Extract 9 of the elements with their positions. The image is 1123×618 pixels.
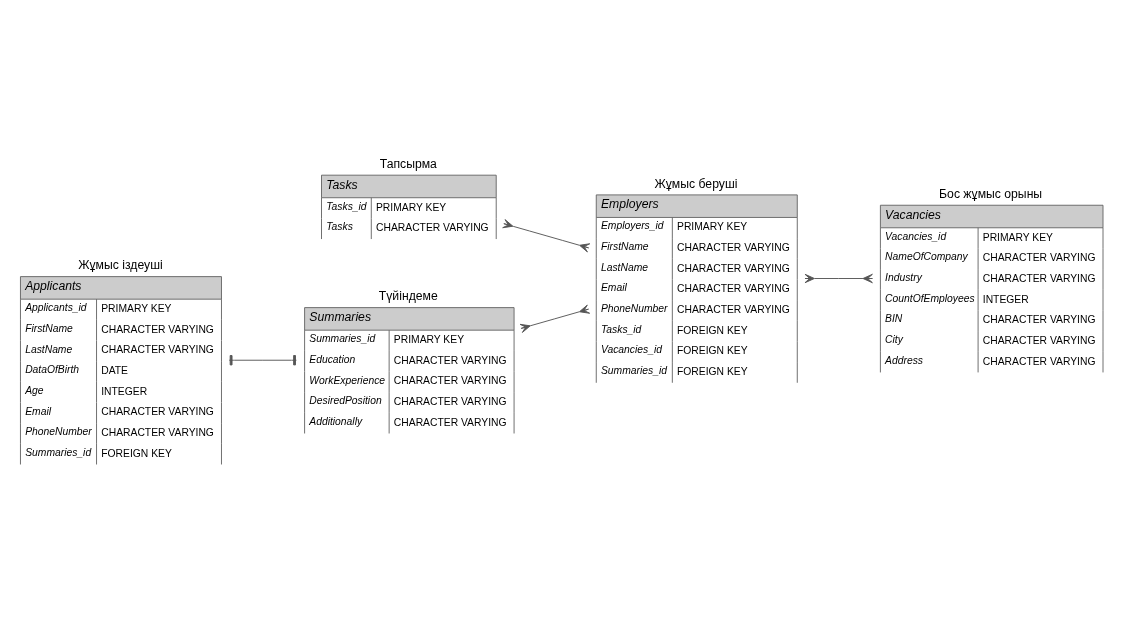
connector	[804, 273, 873, 283]
node-label: Бос жұмыс орыны	[939, 186, 1043, 201]
node-label: Жұмыс іздеуші	[78, 257, 163, 272]
node-label: Тапсырма	[379, 156, 437, 171]
node-label: Жұмыс беруші	[654, 176, 738, 191]
node-label: Түйіндеме	[378, 288, 438, 303]
connector	[228, 354, 297, 365]
connector	[502, 218, 591, 252]
connector	[519, 304, 591, 333]
